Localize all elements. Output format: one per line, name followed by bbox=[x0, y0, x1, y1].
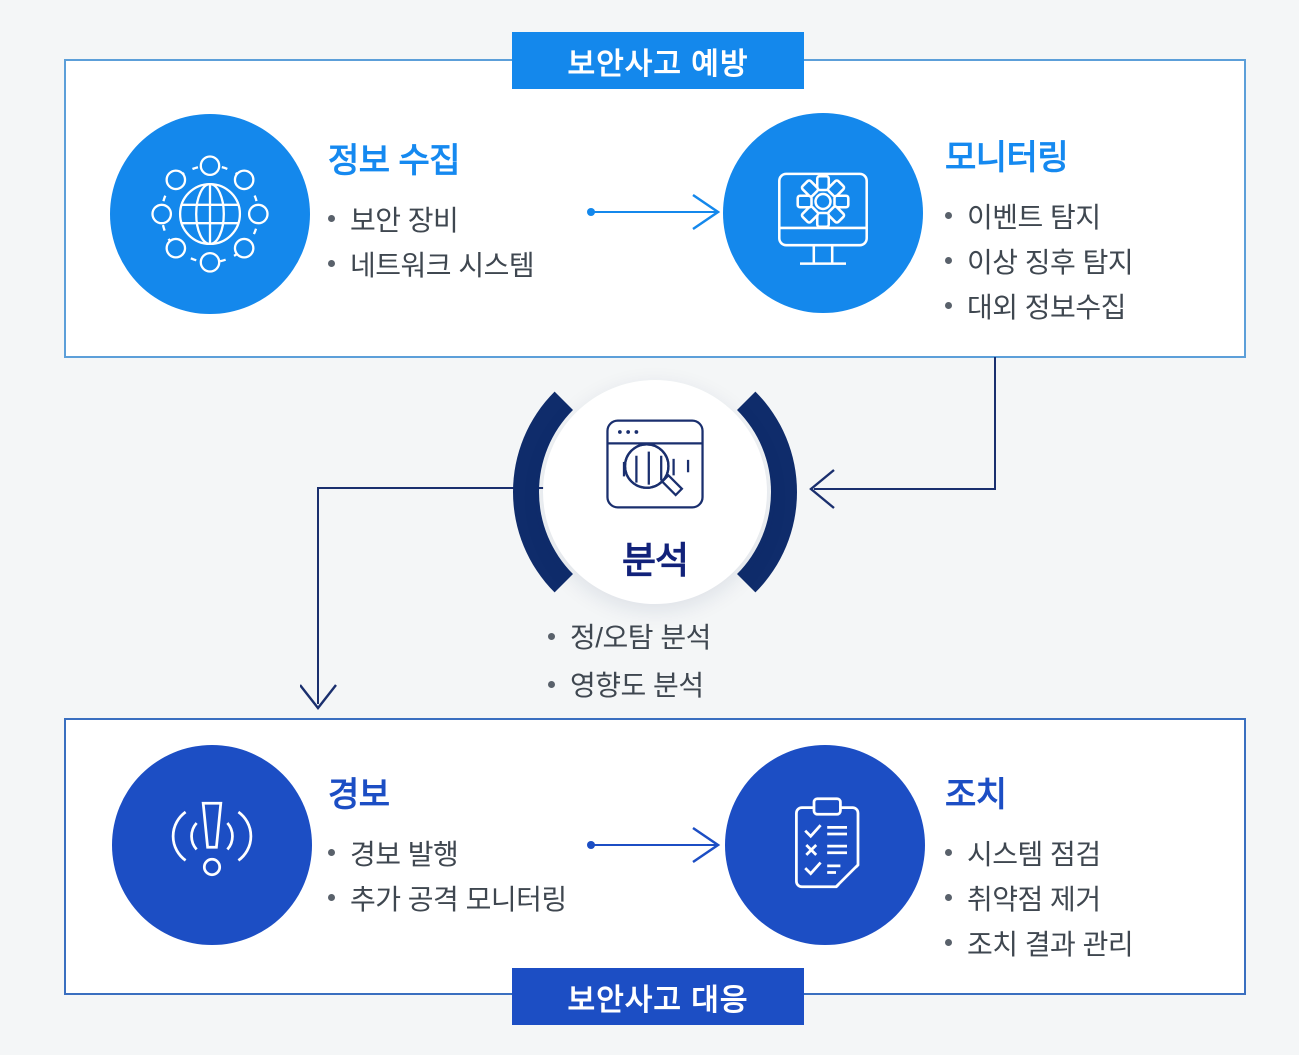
list-item: 영향도 분석 bbox=[548, 660, 711, 708]
bullet-dot-icon bbox=[945, 257, 952, 265]
list-item: 시스템 점검 bbox=[945, 830, 1133, 875]
list-item: 이벤트 탐지 bbox=[945, 193, 1133, 238]
bullet-dot-icon bbox=[548, 680, 555, 688]
collect-title: 정보 수집 bbox=[328, 142, 461, 180]
alert-circle bbox=[112, 745, 312, 945]
bullet-dot-icon bbox=[945, 849, 952, 857]
monitor-text: 모니터링 이벤트 탐지 이상 징후 탐지 대외 정보수집 bbox=[945, 139, 1134, 328]
bullet-dot-icon bbox=[548, 632, 555, 640]
collect-text: 정보 수집 보안 장비 네트워크 시스템 bbox=[328, 142, 535, 286]
list-item: 이상 징후 탐지 bbox=[945, 238, 1134, 283]
list-item: 취약점 제거 bbox=[945, 875, 1133, 920]
list-item: 추가 공격 모니터링 bbox=[328, 875, 567, 920]
connector-analysis-to-alert bbox=[300, 478, 560, 718]
action-title: 조치 bbox=[945, 776, 1007, 814]
list-item: 조치 결과 관리 bbox=[945, 920, 1134, 965]
clipboard-checklist-icon bbox=[759, 779, 891, 911]
bullet-dot-icon bbox=[945, 212, 952, 220]
list-item: 네트워크 시스템 bbox=[328, 241, 535, 286]
list-item: 경보 발행 bbox=[328, 830, 567, 875]
bullet-dot-icon bbox=[945, 302, 952, 310]
list-item: 보안 장비 bbox=[328, 196, 534, 241]
alert-text: 경보 경보 발행 추가 공격 모니터링 bbox=[328, 776, 567, 920]
analysis-title: 분석 bbox=[621, 540, 689, 581]
list-item: 정/오탐 분석 bbox=[548, 612, 711, 660]
monitor-title: 모니터링 bbox=[945, 139, 1069, 177]
bullet-dot-icon bbox=[328, 260, 335, 268]
bullet-dot-icon bbox=[328, 849, 335, 857]
monitor-circle bbox=[723, 113, 923, 313]
bullet-dot-icon bbox=[945, 894, 952, 902]
arrow-collect-to-monitor bbox=[585, 192, 727, 232]
prevention-badge: 보안사고 예방 bbox=[512, 32, 804, 89]
globe-network-icon bbox=[141, 145, 279, 283]
bullet-dot-icon bbox=[328, 894, 335, 902]
arrow-alert-to-action bbox=[585, 825, 727, 865]
alarm-icon bbox=[146, 779, 278, 911]
browser-magnifier-icon bbox=[593, 402, 717, 526]
action-text: 조치 시스템 점검 취약점 제거 조치 결과 관리 bbox=[945, 776, 1134, 965]
bullet-dot-icon bbox=[945, 939, 952, 947]
list-item: 대외 정보수집 bbox=[945, 283, 1133, 328]
connector-monitoring-to-analysis bbox=[806, 357, 1006, 517]
alert-title: 경보 bbox=[328, 776, 390, 814]
monitor-gear-icon bbox=[754, 144, 892, 282]
bullet-dot-icon bbox=[328, 215, 335, 223]
response-badge: 보안사고 대응 bbox=[512, 968, 804, 1025]
analysis-circle: 분석 bbox=[543, 380, 767, 604]
collect-circle bbox=[110, 114, 310, 314]
analysis-text: 정/오탐 분석 영향도 분석 bbox=[548, 612, 711, 708]
action-circle bbox=[725, 745, 925, 945]
